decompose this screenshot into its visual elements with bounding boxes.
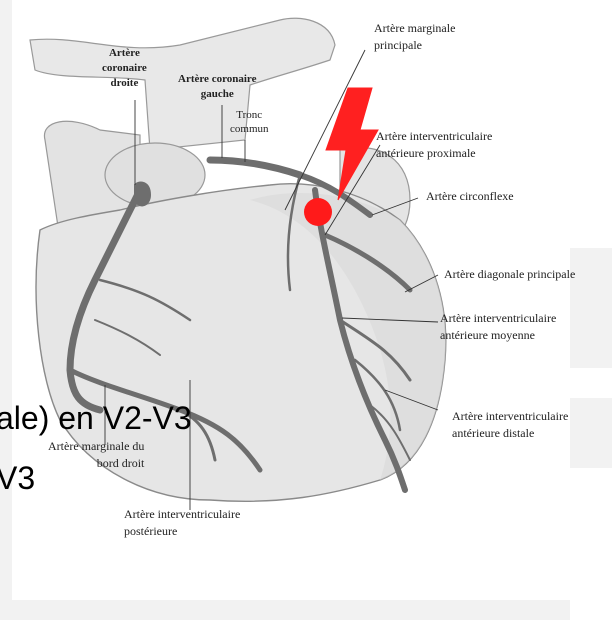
label-circonflexe: Artère circonflexe — [426, 188, 514, 205]
label-iva-moyenne: Artère interventriculaire antérieure moy… — [440, 310, 556, 344]
label-iva-proximale: Artère interventriculaire antérieure pro… — [376, 128, 492, 162]
label-coronaire-droite: Artère coronaire droite — [102, 46, 147, 91]
label-diagonale-principale: Artère diagonale principale — [444, 266, 575, 283]
label-marginale-principale: Artère marginale principale — [374, 20, 455, 54]
left-main-artery — [210, 160, 300, 175]
slide-text-line-2: V3 — [0, 458, 35, 498]
label-tronc-commun: Tronc commun — [230, 108, 269, 136]
rca-bulb — [135, 182, 150, 205]
occlusion-dot — [304, 198, 332, 226]
label-iv-posterieure: Artère interventriculaire postérieure — [124, 506, 240, 540]
label-marginale-bord-droit: Artère marginale du bord droit — [48, 438, 144, 472]
label-coronaire-gauche: Artère coronaire gauche — [178, 72, 257, 102]
label-iva-distale: Artère interventriculaire antérieure dis… — [452, 408, 568, 442]
slide-text-line-1: ale) en V2-V3 — [0, 398, 192, 438]
